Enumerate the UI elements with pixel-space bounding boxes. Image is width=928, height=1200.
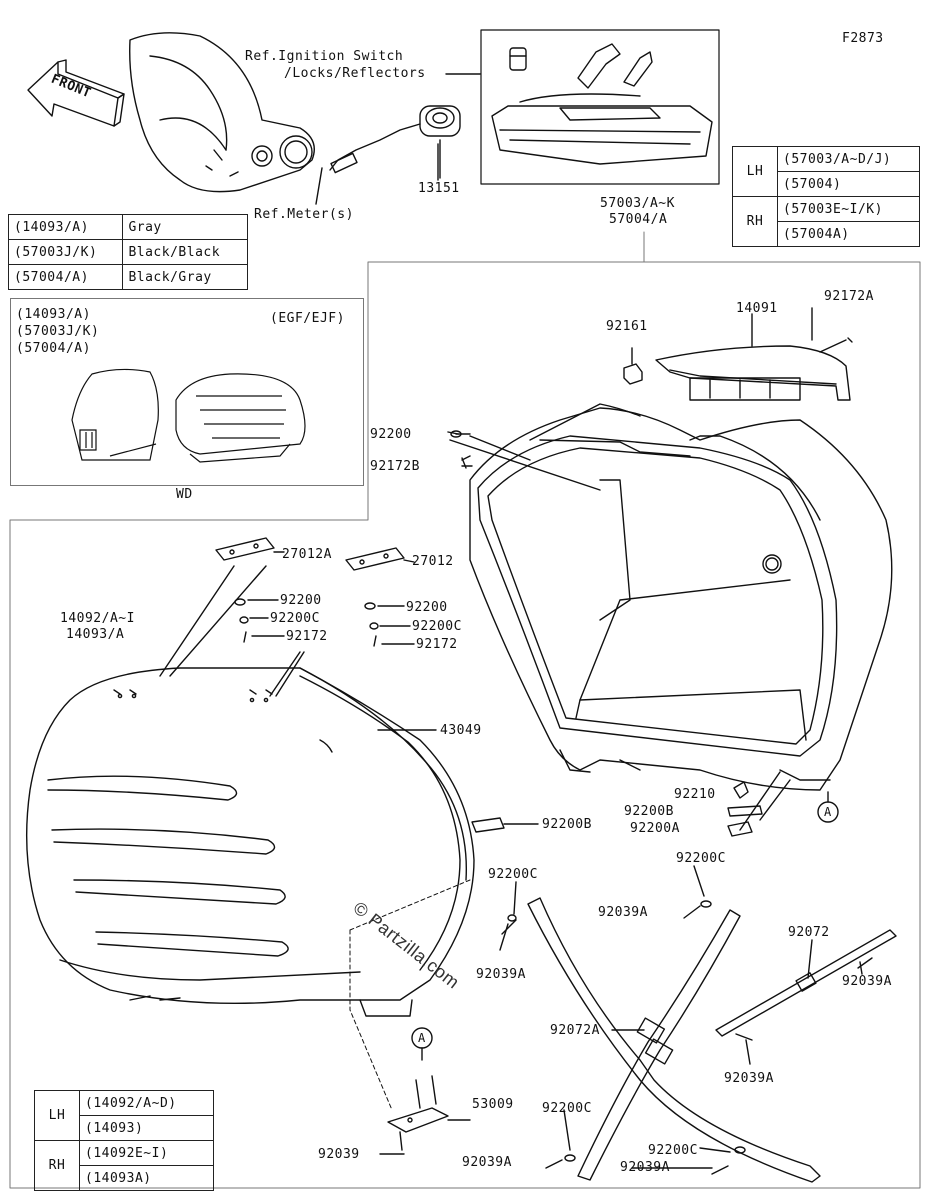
- part-92200C-a: 92200C: [270, 611, 320, 626]
- strap-92072A: [527, 897, 821, 1183]
- part-92200-a: 92200: [280, 593, 322, 608]
- upper-side-table: LH (57003/A~D/J) (57004) RH (57003E~I/K)…: [732, 146, 920, 247]
- variant-part-3: (57004/A): [16, 341, 91, 356]
- color-part: (14093/A): [7, 214, 124, 240]
- color-name: Black/Black: [122, 239, 248, 265]
- part-14093: 14093/A: [66, 627, 125, 642]
- variant-box: [10, 298, 364, 486]
- lower-side-table: LH (14092/A~D) (14093) RH (14092E~I) (14…: [34, 1090, 214, 1191]
- part-92039: 92039: [318, 1147, 360, 1162]
- table-row: LH (14092/A~D): [34, 1090, 214, 1141]
- part-cell: (14093): [79, 1115, 214, 1141]
- part-92200C-center1: 92200C: [488, 867, 538, 882]
- strap-92072: [715, 929, 897, 1037]
- table-row: (57004/A) Black/Gray: [7, 264, 248, 290]
- variant-caption: WD: [176, 487, 193, 502]
- part-92039A-right4: 92039A: [620, 1160, 670, 1175]
- part-92210: 92210: [674, 787, 716, 802]
- cube-92161: [623, 363, 643, 385]
- part-92172-a: 92172: [286, 629, 328, 644]
- table-row: (14093): [35, 1115, 214, 1141]
- part-cell: (14092/A~D): [79, 1090, 214, 1116]
- part-57004-top: 57004/A: [609, 212, 668, 227]
- plate-27012A: [215, 537, 275, 561]
- side-lh: LH: [732, 146, 778, 197]
- bracket-53009: [387, 1075, 471, 1151]
- variant-market: (EGF/EJF): [270, 311, 345, 326]
- color-part: (57004/A): [7, 264, 124, 290]
- table-row: RH (14092E~I): [34, 1140, 214, 1191]
- part-53009: 53009: [472, 1097, 514, 1112]
- part-92039A-right3: 92039A: [724, 1071, 774, 1086]
- saddlebag-lid-left: [25, 667, 475, 1017]
- color-name: Black/Gray: [122, 264, 248, 290]
- ignition-switch-13151: [329, 105, 461, 179]
- part-57003-top: 57003/A~K: [600, 196, 675, 211]
- saddlebag-case-right: [469, 403, 893, 791]
- part-43049: 43049: [440, 723, 482, 738]
- part-14091: 14091: [736, 301, 778, 316]
- part-92200-b: 92200: [406, 600, 448, 615]
- part-92200B-right: 92200B: [624, 804, 674, 819]
- part-cell: (57004A): [777, 221, 920, 247]
- part-cell: (14092E~I): [79, 1140, 214, 1166]
- inner-panel-14091: [655, 345, 851, 401]
- part-92172-b: 92172: [416, 637, 458, 652]
- side-lh: LH: [34, 1090, 80, 1141]
- front-arrow-icon: [27, 59, 125, 127]
- key-lock-box: [480, 29, 720, 185]
- ref-ignition-line2: /Locks/Reflectors: [284, 66, 426, 81]
- part-92039A-center2: 92039A: [462, 1155, 512, 1170]
- plate-27012: [345, 547, 405, 571]
- table-row: (14093A): [35, 1165, 214, 1191]
- part-92200B-left: 92200B: [542, 817, 592, 832]
- part-cell: (57003/A~D/J): [777, 146, 920, 172]
- part-92200C-b: 92200C: [412, 619, 462, 634]
- table-row: LH (57003/A~D/J): [732, 146, 920, 197]
- color-part: (57003J/K): [7, 239, 124, 265]
- part-14092: 14092/A~I: [60, 611, 135, 626]
- ref-meter-label: Ref.Meter(s): [254, 207, 354, 222]
- part-92039A-center1: 92039A: [476, 967, 526, 982]
- callout-a-bottom: A: [418, 1031, 426, 1045]
- part-92039A-right1: 92039A: [598, 905, 648, 920]
- side-rh: RH: [34, 1140, 80, 1191]
- variant-wd-art: [71, 368, 306, 463]
- part-92072A: 92072A: [550, 1023, 600, 1038]
- callout-a-right: A: [824, 805, 832, 819]
- color-name: Gray: [122, 214, 248, 240]
- part-92172A: 92172A: [824, 289, 874, 304]
- color-table: (14093/A) Gray (57003J/K) Black/Black (5…: [7, 214, 248, 290]
- table-row: RH (57003E~I/K): [732, 196, 920, 247]
- part-27012A: 27012A: [282, 547, 332, 562]
- part-92200A-right: 92200A: [630, 821, 680, 836]
- part-27012: 27012: [412, 554, 454, 569]
- fairing-ignition-area: [129, 32, 315, 193]
- part-cell: (57004): [777, 171, 920, 197]
- table-row: (57004A): [733, 221, 920, 247]
- table-row: (57004): [733, 171, 920, 197]
- part-92072: 92072: [788, 925, 830, 940]
- part-92161: 92161: [606, 319, 648, 334]
- part-cell: (14093A): [79, 1165, 214, 1191]
- table-row: (14093/A) Gray: [7, 214, 248, 240]
- part-92172B: 92172B: [370, 459, 420, 474]
- variant-part-2: (57003J/K): [16, 324, 100, 339]
- part-92200C-right1: 92200C: [676, 851, 726, 866]
- part-92200-left: 92200: [370, 427, 412, 442]
- part-92200C-right2: 92200C: [648, 1143, 698, 1158]
- side-rh: RH: [732, 196, 778, 247]
- part-92200C-center2: 92200C: [542, 1101, 592, 1116]
- diagram-id: F2873: [842, 31, 884, 46]
- part-92039A-right2: 92039A: [842, 974, 892, 989]
- table-row: (57003J/K) Black/Black: [7, 239, 248, 265]
- part-cell: (57003E~I/K): [777, 196, 920, 222]
- ref-ignition-line1: Ref.Ignition Switch: [245, 49, 404, 64]
- variant-part-1: (14093/A): [16, 307, 91, 322]
- lock-keys-set: [491, 43, 713, 165]
- part-13151: 13151: [418, 181, 460, 196]
